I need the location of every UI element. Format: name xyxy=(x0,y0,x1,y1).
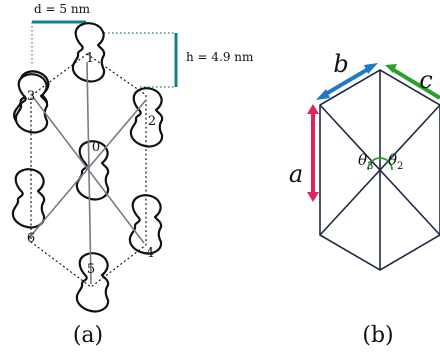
panel-b-caption: (b) xyxy=(362,323,393,348)
hexagon-diagonals xyxy=(319,70,440,270)
particle-label-4: 4 xyxy=(146,246,154,261)
h-label: h = 4.9 nm xyxy=(186,50,254,64)
particle-label-6: 6 xyxy=(27,231,35,246)
theta-2-label: θ2 xyxy=(388,151,403,172)
vector-b-label: b xyxy=(333,50,348,78)
angle-arc xyxy=(367,157,393,171)
particle-label-3: 3 xyxy=(27,89,35,104)
particle-shape-6 xyxy=(11,168,46,229)
vector-b-arrow xyxy=(316,63,378,100)
particle-label-2: 2 xyxy=(148,114,156,129)
particle-label-1: 1 xyxy=(86,51,94,66)
vector-c-arrow xyxy=(385,64,440,100)
particle-label-5: 5 xyxy=(87,262,95,277)
vector-a-label: a xyxy=(289,160,303,188)
theta-3-label: θ3 xyxy=(358,151,373,172)
vector-c-label: c xyxy=(419,66,432,94)
d-label: d = 5 nm xyxy=(34,2,91,16)
panel-a-caption: (a) xyxy=(73,323,103,348)
panel-b-diagram: a b c θ3 θ2 (b) xyxy=(289,50,440,348)
lattice-lines xyxy=(28,61,147,285)
panel-a-diagram: d = 5 nm h = 4.9 nm 1 2 xyxy=(11,2,254,348)
particle-label-0: 0 xyxy=(92,140,100,155)
vector-a-arrow xyxy=(307,104,319,202)
h-dimension-guide: h = 4.9 nm xyxy=(96,32,254,88)
